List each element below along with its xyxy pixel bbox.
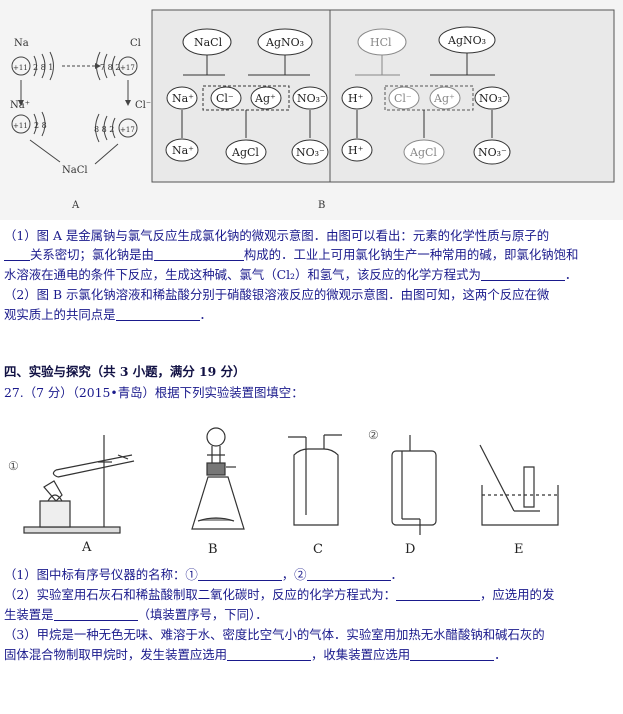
na-shells: 2 8 1	[33, 63, 53, 72]
figure-ionic-reaction: Na +11 2 8 1 Cl +17 7 8 2 Na⁺ +11 2 8 Cl…	[0, 0, 623, 220]
label-b: B	[208, 542, 218, 557]
blank-co2-equation[interactable]	[396, 587, 480, 601]
q26-line3: 水溶液在通电的条件下反应，生成这种碱、氯气（Cl₂）和氢气，该反应的化学方程式为…	[4, 267, 578, 282]
right-ion-cl: Cl⁻	[394, 92, 412, 105]
q27-p3-cont: 固体混合物制取甲烷时，发生装置应选用，收集装置应选用．	[4, 647, 507, 662]
apparatus-b	[191, 427, 245, 530]
left-ion-no3: NO₃⁻	[297, 92, 326, 105]
left-ion-na: Na⁺	[172, 92, 194, 105]
panel-b: NaCl AgNO₃ Na⁺ Cl⁻ Ag⁺ NO₃⁻ Na⁺ AgCl NO₃…	[151, 9, 615, 183]
left-out-na: Na⁺	[172, 144, 194, 157]
cl-shells: 7 8 2	[100, 63, 120, 72]
na-ion-nucleus: +11	[13, 122, 28, 130]
blank-instrument-2[interactable]	[306, 567, 391, 581]
marker-1: ①	[8, 459, 19, 473]
cl-ion-nucleus: +17	[120, 126, 135, 134]
right-out-h: H⁺	[348, 144, 364, 157]
left-out-agcl: AgCl	[231, 146, 259, 159]
q27-p3: （3）甲烷是一种无色无味、难溶于水、密度比空气小的气体．实验室用加热无水醋酸钠和…	[4, 627, 545, 642]
right-out-agcl: AgCl	[409, 146, 437, 159]
q26-line4: （2）图 B 示氯化钠溶液和稀盐酸分别于硝酸银溶液反应的微观示意图．由图可知，这…	[4, 287, 550, 302]
caption-b: B	[318, 200, 325, 211]
label-a: A	[81, 540, 92, 555]
blank-instrument-1[interactable]	[197, 567, 282, 581]
na-ion-label: Na⁺	[10, 100, 30, 111]
label-c: C	[313, 542, 323, 557]
right-reactant-agno3: AgNO₃	[447, 34, 486, 47]
apparatus-c	[288, 434, 342, 526]
q27-p1: （1）图中标有序号仪器的名称：①，②．	[4, 567, 403, 582]
apparatus-a	[23, 435, 135, 534]
label-e: E	[514, 542, 524, 557]
left-reactant-agno3: AgNO₃	[265, 36, 304, 49]
cl-ion-shells: 8 8 2	[94, 125, 114, 134]
left-ion-ag: Ag⁺	[254, 92, 276, 105]
blank-equation-1[interactable]	[480, 267, 565, 281]
left-out-no3: NO₃⁻	[296, 146, 325, 159]
q27-intro: 27.（7 分）（2015•青岛）根据下列实验装置图填空：	[4, 385, 304, 400]
figure-apparatus: ① ②	[8, 427, 559, 557]
left-ion-cl: Cl⁻	[216, 92, 234, 105]
blank-atom-property[interactable]	[4, 247, 30, 261]
blank-generator-ch4[interactable]	[227, 647, 312, 661]
marker-2: ②	[368, 428, 379, 442]
right-ion-ag: Ag⁺	[433, 92, 455, 105]
blank-common-point[interactable]	[115, 307, 200, 321]
q26-line5: 观实质上的共同点是．	[4, 307, 212, 322]
cl-atom-label: Cl	[130, 38, 141, 49]
cl-nucleus: +17	[120, 64, 135, 72]
blank-collector-ch4[interactable]	[410, 647, 495, 661]
left-reactant-nacl: NaCl	[194, 36, 223, 49]
na-ion-shells: 2 8	[34, 121, 47, 130]
na-atom-label: Na	[14, 38, 29, 49]
blank-generator-co2[interactable]	[53, 607, 138, 621]
section-heading: 四、实验与探究（共 3 小题，满分 19 分）	[4, 364, 246, 379]
right-out-no3: NO₃⁻	[478, 146, 507, 159]
q27-p2: （2）实验室用石灰石和稀盐酸制取二氧化碳时，反应的化学方程式为：，应选用的发	[4, 587, 555, 602]
nacl-product: NaCl	[62, 165, 88, 176]
apparatus-e	[479, 444, 559, 526]
right-ion-h: H⁺	[348, 92, 364, 105]
q26-line2: 关系密切；氯化钠是由构成的．工业上可用氯化钠生产一种常用的碱，即氯化钠饱和	[4, 245, 619, 264]
caption-a: A	[71, 200, 80, 211]
na-nucleus: +11	[13, 64, 28, 72]
panel-a: Na +11 2 8 1 Cl +17 7 8 2 Na⁺ +11 2 8 Cl…	[10, 38, 151, 211]
q27-p2-cont: 生装置是（填装置序号，下同）．	[4, 607, 268, 622]
cl-ion-label: Cl⁻	[135, 100, 151, 111]
right-ion-no3: NO₃⁻	[479, 92, 508, 105]
label-d: D	[405, 542, 415, 557]
apparatus-d	[391, 435, 437, 535]
blank-nacl-composition[interactable]	[153, 247, 244, 261]
right-reactant-hcl: HCl	[370, 36, 392, 49]
q26-line1: （1）图 A 是金属钠与氯气反应生成氯化钠的微观示意图．由图可以看出：元素的化学…	[4, 228, 550, 243]
